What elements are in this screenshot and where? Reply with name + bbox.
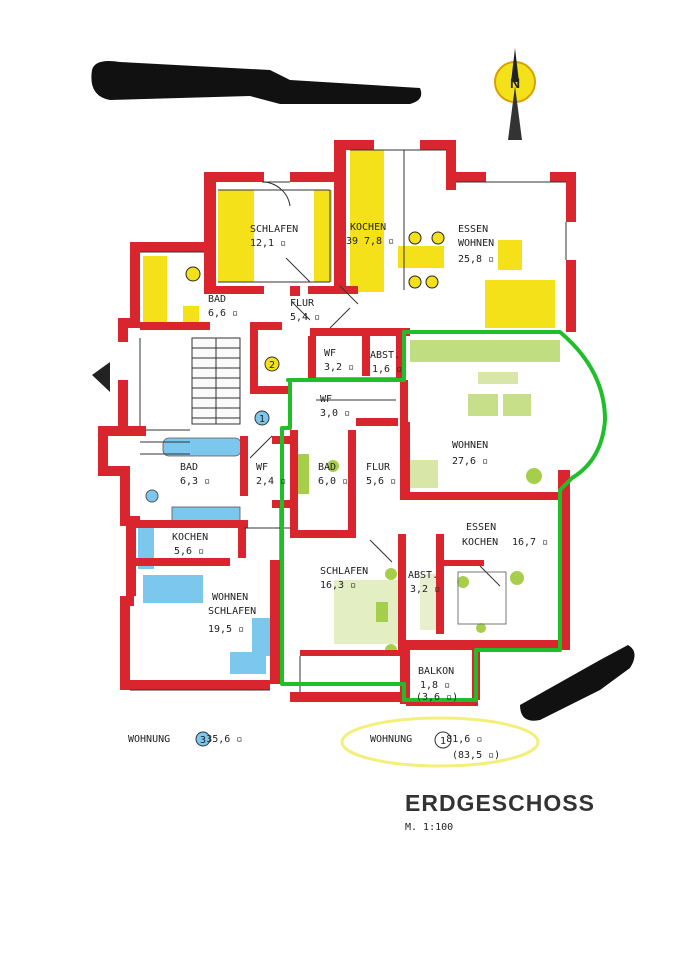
room-wf-24-name: WF — [256, 462, 268, 473]
yellow-unit — [143, 150, 555, 328]
room-abst-16-name: ABST. — [370, 350, 400, 361]
stair-marker-2: 2 — [264, 356, 280, 372]
room-essen-wohnen-top-area: 25,8 ▫ — [458, 254, 494, 265]
room-bad-mid-area: 6,0 ▫ — [318, 476, 348, 487]
redaction-right — [520, 645, 635, 721]
unit3-area: 35,6 ▫ — [206, 734, 243, 745]
room-wf-24-area: 2,4 ▫ — [256, 476, 286, 487]
room-bad-left-name: BAD — [180, 462, 198, 473]
unit1-summary: WOHNUNG 81,6 ▫ — [370, 734, 482, 745]
room-schlafen-mid-area: 16,3 ▫ — [320, 580, 356, 591]
unit1-outline — [280, 330, 607, 702]
room-wohnen-top-name: WOHNEN — [458, 238, 494, 249]
room-wohnen-schlafen-area: 19,5 ▫ — [208, 624, 244, 635]
room-wf-32-name: WF — [324, 348, 336, 359]
svg-text:2: 2 — [269, 360, 275, 371]
room-abst-32-name: ABST. — [408, 570, 438, 581]
room-bad-top-area: 6,6 ▫ — [208, 308, 238, 319]
room-bad-mid-name: BAD — [318, 462, 336, 473]
room-schlafen-mid-name: SCHLAFEN — [320, 566, 368, 577]
unit1-area: 81,6 ▫ — [446, 734, 483, 745]
room-kochen-name: KOCHEN — [462, 537, 498, 548]
room-bad-left-area: 6,3 ▫ — [180, 476, 210, 487]
room-kochen-top-name: KOCHEN — [350, 222, 386, 233]
room-abst-32-area: 3,2 ▫ — [410, 584, 440, 595]
room-wohnen-name: WOHNEN — [452, 440, 488, 451]
room-bad-top-name: BAD — [208, 294, 226, 305]
door-swings — [249, 181, 501, 587]
room-flur-top-name: FLUR — [290, 298, 315, 309]
unit3-marker: 3 — [195, 731, 211, 747]
room-wf-32-area: 3,2 ▫ — [324, 362, 354, 373]
room-essen-name: ESSEN — [466, 522, 496, 533]
svg-text:1: 1 — [440, 736, 446, 747]
staircase — [140, 337, 241, 455]
floor-title: ERDGESCHOSS — [405, 790, 595, 816]
room-wf-30-name: WF — [320, 394, 332, 405]
room-kochen-top-prefix: 39 — [346, 236, 358, 247]
stair-marker-1: 1 — [254, 410, 270, 426]
green-unit-furniture — [297, 340, 560, 656]
room-wf-30-area: 3,0 ▫ — [320, 408, 350, 419]
entrance-arrow-icon — [92, 362, 110, 392]
room-wohnen-schlafen-name1: WOHNEN — [212, 592, 248, 603]
unit3-summary: WOHNUNG 35,6 ▫ — [128, 734, 242, 745]
svg-text:1: 1 — [259, 414, 265, 425]
unit1-marker: 1 — [434, 731, 452, 749]
room-schlafen-top-area: 12,1 ▫ — [250, 238, 286, 249]
room-essen-top-name: ESSEN — [458, 224, 488, 235]
redaction-top — [91, 61, 422, 104]
room-schlafen-top-name: SCHLAFEN — [250, 224, 298, 235]
unit3-label-text: WOHNUNG — [128, 734, 171, 745]
room-wohnen-area: 27,6 ▫ — [452, 456, 488, 467]
unit1-highlight — [340, 716, 540, 768]
blue-unit — [138, 437, 274, 674]
room-balkon-alt: (3,6 ▫) — [416, 692, 458, 703]
room-flur-top-area: 5,4 ▫ — [290, 312, 320, 323]
room-kochen-top-area: 7,8 ▫ — [364, 236, 394, 247]
room-flur-mid-name: FLUR — [366, 462, 391, 473]
room-wohnen-schlafen-name2: SCHLAFEN — [208, 606, 256, 617]
scale-label: M. 1:100 — [405, 822, 454, 833]
north-letter: N — [510, 75, 520, 91]
room-essen-kochen-area: 16,7 ▫ — [512, 537, 548, 548]
room-balkon-area: 1,8 ▫ — [420, 680, 450, 691]
room-flur-mid-area: 5,6 ▫ — [366, 476, 396, 487]
unit1-alt-area: (83,5 ▫) — [452, 750, 501, 761]
svg-text:3: 3 — [200, 735, 206, 746]
room-balkon-name: BALKON — [418, 666, 454, 677]
north-arrow-icon: N — [494, 48, 536, 140]
room-abst-16-area: 1,6 ▫ — [372, 364, 402, 375]
unit1-label-text: WOHNUNG — [370, 734, 413, 745]
room-labels: SCHLAFEN 12,1 ▫ KOCHEN 39 7,8 ▫ ESSEN WO… — [172, 222, 548, 703]
room-kochen-left-name: KOCHEN — [172, 532, 208, 543]
room-kochen-left-area: 5,6 ▫ — [174, 546, 204, 557]
